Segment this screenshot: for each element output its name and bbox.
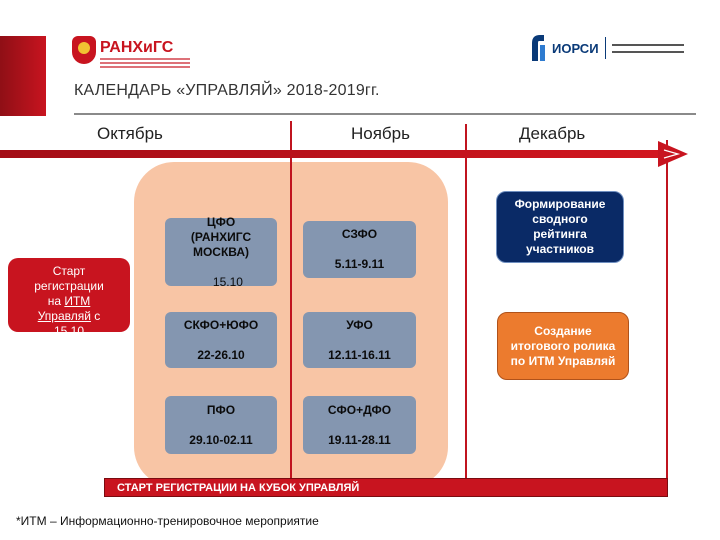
- registration-line-4: Управляй с: [37, 309, 101, 323]
- iorsi-logo: ИОРСИ: [530, 30, 700, 66]
- timeline-arrow-shaft: [0, 150, 664, 158]
- title-underline: [74, 113, 696, 115]
- event-pfo-dates: 29.10-02.11: [189, 432, 253, 447]
- page-title: КАЛЕНДАРЬ «УПРАВЛЯЙ» 2018-2019гг.: [74, 82, 380, 99]
- month-december: Декабрь: [519, 124, 586, 143]
- event-pfo: ПФО 29.10-02.11: [165, 396, 277, 454]
- ranepa-logo-text: РАНХиГС: [100, 39, 174, 56]
- event-ufo-dates: 12.11-16.11: [328, 347, 391, 362]
- event-sfo-dfo-dates: 19.11-28.11: [328, 432, 391, 447]
- event-cfo-name: ЦФО (РАНХИГС МОСКВА): [190, 214, 252, 259]
- registration-line-2: регистрации: [34, 279, 104, 293]
- timeline-arrow-head-icon: [658, 141, 688, 167]
- event-szfo: СЗФО 5.11-9.11: [303, 221, 416, 278]
- event-sfo-dfo-name: СФО+ДФО: [327, 402, 392, 417]
- event-ufo: УФО 12.11-16.11: [303, 312, 416, 368]
- event-skfo-yufo-name: СКФО+ЮФО: [183, 317, 259, 332]
- registration-start-box: Старт регистрации на ИТМ Управляй с 15.1…: [8, 258, 130, 332]
- october-november-separator: [290, 121, 292, 478]
- iorsi-logo-text: ИОРСИ: [552, 40, 599, 56]
- event-skfo-yufo-dates: 22-26.10: [197, 347, 245, 362]
- registration-line-5: 15.10: [53, 324, 85, 332]
- ranepa-logo: РАНХиГС: [72, 34, 202, 66]
- month-november: Ноябрь: [351, 124, 410, 143]
- ranepa-logo-subtitle-lines: [100, 58, 190, 60]
- december-rating-box: Формирование сводного рейтинга участнико…: [496, 191, 624, 263]
- event-szfo-dates: 5.11-9.11: [334, 257, 385, 271]
- month-october: Октябрь: [97, 124, 163, 143]
- event-cfo-dates: 15.10: [212, 274, 243, 289]
- iorsi-emblem-icon: [532, 35, 545, 61]
- registration-line-3: на ИТМ: [47, 294, 91, 308]
- ranepa-emblem-icon: [72, 36, 96, 64]
- event-skfo-yufo: СКФО+ЮФО 22-26.10: [165, 312, 277, 368]
- registration-line-1: Старт: [52, 264, 86, 278]
- december-video-box: Создание итогового ролика по ИТМ Управля…: [497, 312, 629, 380]
- upravlyai-link[interactable]: Управляй: [37, 309, 91, 323]
- iorsi-divider: [604, 37, 606, 59]
- event-szfo-name: СЗФО: [341, 227, 378, 241]
- cup-registration-bar: СТАРТ РЕГИСТРАЦИИ НА КУБОК УПРАВЛЯЙ: [104, 478, 668, 497]
- iorsi-logo-subtitle-lines: [611, 43, 684, 53]
- event-sfo-dfo: СФО+ДФО 19.11-28.11: [303, 396, 416, 454]
- header-red-block: [0, 36, 46, 116]
- november-december-separator: [465, 124, 467, 478]
- timeline-end-line: [666, 140, 668, 478]
- event-pfo-name: ПФО: [206, 402, 236, 417]
- event-cfo: ЦФО (РАНХИГС МОСКВА) 15.10: [165, 214, 277, 289]
- footnote: *ИТМ – Информационно-тренировочное мероп…: [16, 514, 319, 528]
- itm-link[interactable]: ИТМ: [64, 294, 91, 308]
- event-ufo-name: УФО: [346, 317, 373, 332]
